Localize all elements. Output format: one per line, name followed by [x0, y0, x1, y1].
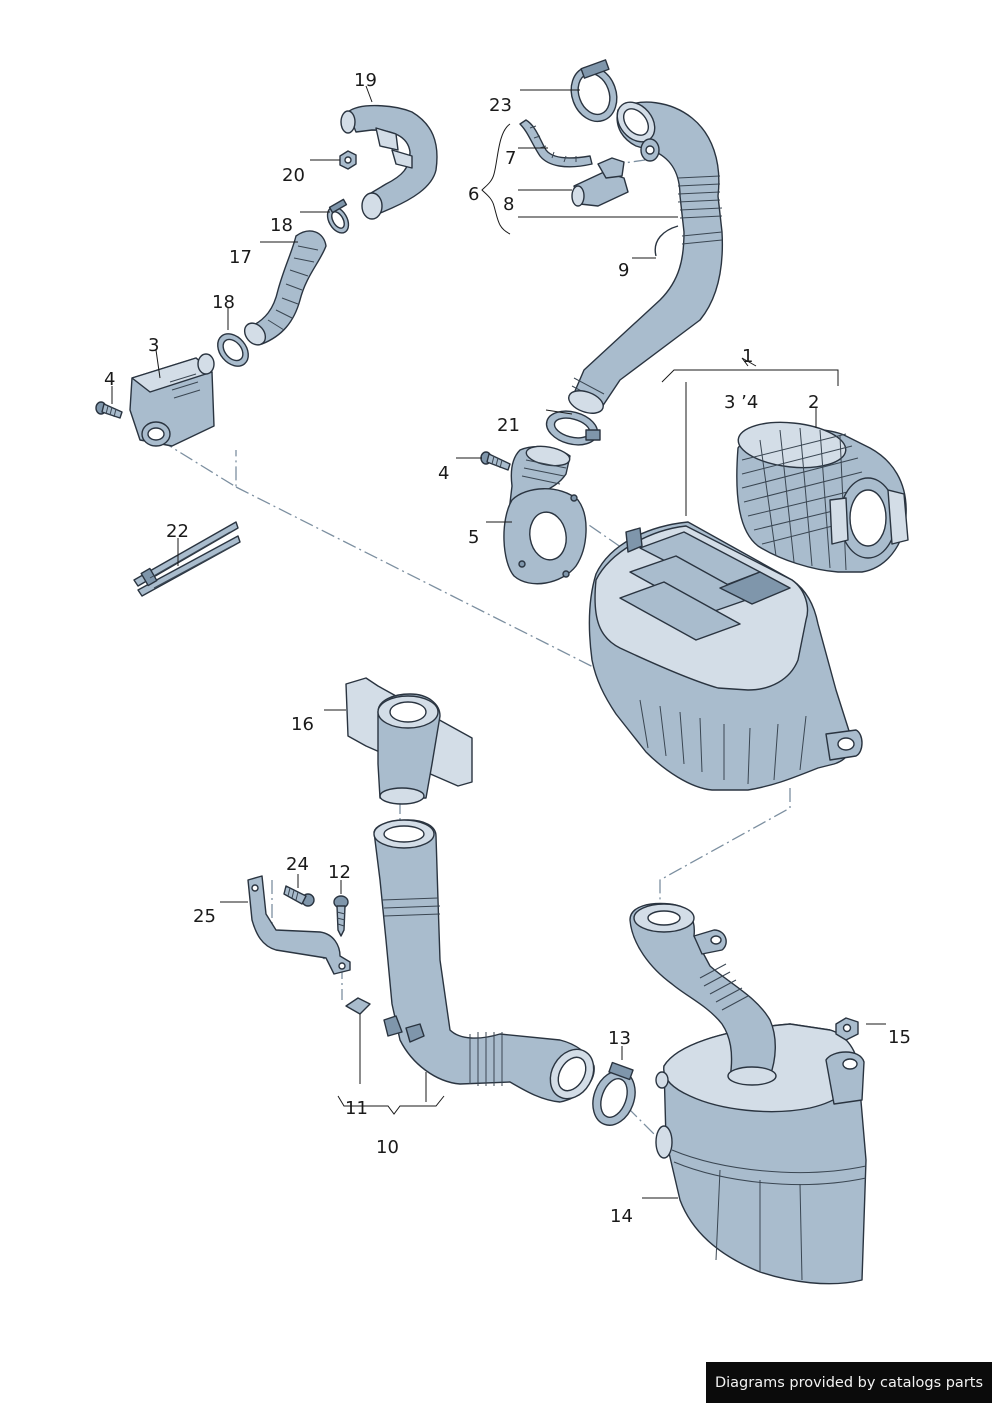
label-18-lower: 18: [212, 292, 235, 313]
label-12: 12: [328, 862, 351, 883]
clip-11: [345, 997, 403, 1037]
label-13: 13: [608, 1028, 631, 1049]
label-23: 23: [489, 95, 512, 116]
label-5: 5: [468, 527, 479, 548]
pipe-10: [373, 819, 595, 1103]
screw-4-right: [480, 451, 511, 471]
wire-9: [654, 225, 679, 257]
label-4-left: 4: [104, 369, 115, 390]
airbox-1: [588, 521, 863, 791]
label-21: 21: [497, 415, 520, 436]
bracket-25: [247, 875, 351, 975]
nut-15: [835, 1017, 859, 1041]
label-14: 14: [610, 1206, 633, 1227]
label-15: 15: [888, 1027, 911, 1048]
clamp-13: [592, 1061, 636, 1126]
leader-lines: [111, 85, 886, 1199]
label-22: 22: [166, 521, 189, 542]
clamp-23: [570, 59, 618, 123]
callouts: 19 20 18 17 18 3 4 22 23 7 6 8 9 21 4 5 …: [104, 70, 911, 1227]
label-11: 11: [345, 1098, 368, 1119]
connector-16: [345, 677, 473, 805]
resonator-14: [629, 902, 867, 1285]
separator-3: [129, 353, 215, 447]
tie-22: [133, 521, 241, 597]
hose-7: [519, 119, 593, 168]
label-18-upper: 18: [270, 215, 293, 236]
label-10: 10: [376, 1137, 399, 1158]
hose-17: [243, 230, 327, 346]
label-24: 24: [286, 854, 309, 875]
label-17: 17: [229, 247, 252, 268]
label-16: 16: [291, 714, 314, 735]
label-8: 8: [503, 194, 514, 215]
clamp-18-upper: [326, 198, 350, 234]
label-6: 6: [468, 184, 479, 205]
label-9: 9: [618, 260, 629, 281]
credit-banner: Diagrams provided by catalogs parts: [706, 1362, 992, 1403]
label-3-left: 3: [148, 335, 159, 356]
screw-12: [333, 895, 349, 937]
label-3-4: 3 ’4: [724, 392, 758, 413]
hose-19: [340, 104, 438, 220]
screw-4-left: [95, 401, 123, 419]
nut-20: [339, 150, 357, 170]
filter-2: [736, 421, 909, 573]
clamp-18-lower: [217, 333, 249, 367]
label-25: 25: [193, 906, 216, 927]
elbow-5: [503, 445, 587, 585]
label-4-right: 4: [438, 463, 449, 484]
valve-8: [571, 157, 629, 207]
label-2: 2: [808, 392, 819, 413]
label-7: 7: [505, 148, 516, 169]
label-20: 20: [282, 165, 305, 186]
label-1: 1: [742, 346, 753, 367]
screw-24: [283, 885, 315, 907]
clamp-21: [545, 410, 601, 446]
label-19: 19: [354, 70, 377, 91]
hose-6: [568, 101, 724, 414]
